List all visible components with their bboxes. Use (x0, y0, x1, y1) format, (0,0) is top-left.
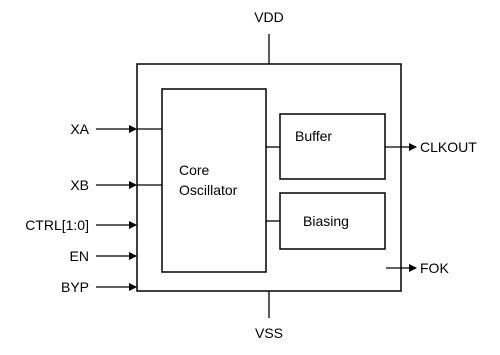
output-label-clkout: CLKOUT (420, 139, 477, 155)
input-label-en: EN (70, 248, 89, 264)
biasing-block (279, 192, 386, 250)
buffer-block (279, 113, 386, 180)
buffer-label: Buffer (295, 128, 332, 144)
core-label-line1: Core (179, 162, 210, 178)
output-label-fok: FOK (420, 260, 449, 276)
input-label-xa: XA (70, 121, 89, 137)
vdd-label: VDD (254, 9, 284, 25)
biasing-label: Biasing (303, 213, 349, 229)
input-label-byp: BYP (61, 279, 89, 295)
core-oscillator-block (161, 88, 267, 273)
input-label-ctrl: CTRL[1:0] (25, 217, 89, 233)
core-label-line2: Oscillator (179, 182, 238, 198)
input-label-xb: XB (70, 177, 89, 193)
vss-label: VSS (255, 325, 283, 341)
